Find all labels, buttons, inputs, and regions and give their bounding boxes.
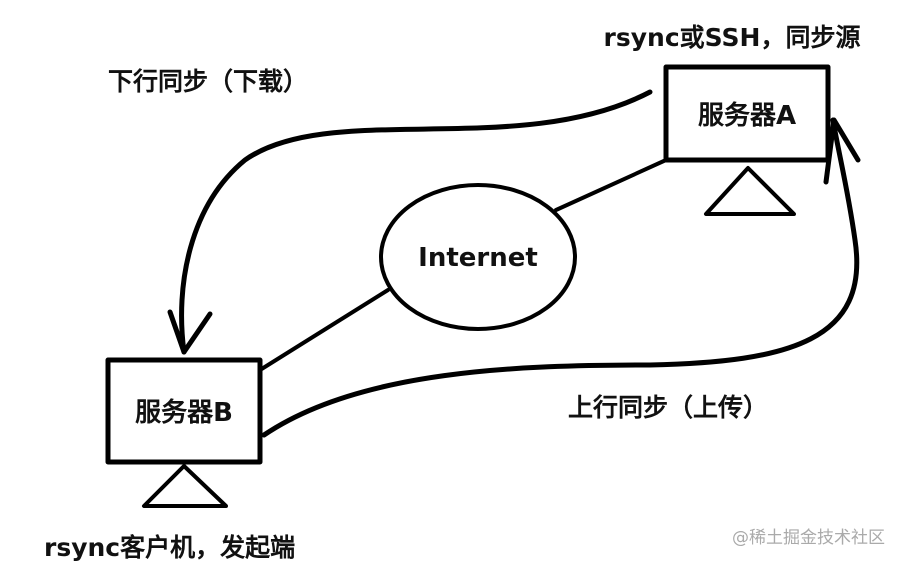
link-internet-server-b [258, 288, 390, 372]
server-b: 服务器B [105, 357, 263, 508]
server-a-stand-icon [704, 166, 796, 216]
server-b-stand-icon [142, 464, 228, 508]
downstream-arrow [167, 89, 653, 355]
downstream-curve [179, 89, 653, 355]
server-b-label: 服务器B [135, 398, 233, 428]
internet-node: Internet [379, 183, 577, 331]
watermark: @稀土掘金技术社区 [732, 528, 885, 548]
link-server-a-internet [554, 158, 668, 212]
upstream-arrow [261, 117, 861, 438]
downstream-arrowhead-icon [167, 309, 213, 355]
server-b-box [105, 357, 263, 465]
server-a-label: 服务器A [698, 101, 796, 131]
server-a-role: rsync或SSH，同步源 [604, 23, 861, 52]
server-b-role: rsync客户机，发起端 [44, 533, 295, 562]
server-a: 服务器A [663, 64, 831, 216]
downstream-label: 下行同步（下载） [108, 67, 308, 96]
internet-ellipse [379, 183, 577, 331]
upstream-arrowhead-icon [823, 117, 861, 185]
internet-label: Internet [418, 243, 538, 273]
upstream-curve [261, 117, 860, 438]
server-a-box [663, 64, 831, 163]
upstream-label: 上行同步（上传） [568, 393, 768, 422]
